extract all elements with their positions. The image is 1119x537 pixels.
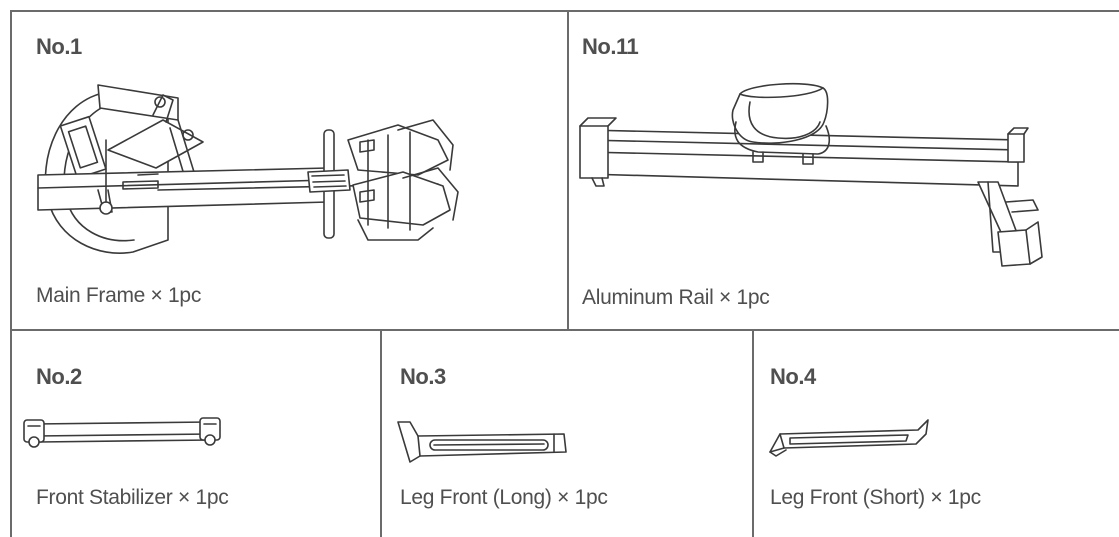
front-stabilizer-drawing [20,412,226,454]
part-number: No.2 [36,364,82,389]
leg-front-short-drawing [768,416,934,458]
part-number: No.4 [770,364,816,389]
leg-front-long-drawing [394,418,570,466]
bottom-column-divider-2 [752,330,754,537]
part-number: No.3 [400,364,446,389]
part-caption: Aluminum Rail × 1pc [582,286,770,309]
part-number: No.1 [36,34,82,59]
part-caption: Leg Front (Long) × 1pc [400,486,608,509]
part-number: No.11 [582,34,639,59]
part-caption: Main Frame × 1pc [36,284,202,307]
row-divider [10,329,1119,331]
top-column-divider [567,10,569,330]
outer-top-border [10,10,1119,12]
outer-left-border [10,10,12,537]
part-caption: Front Stabilizer × 1pc [36,486,229,509]
bottom-column-divider-1 [380,330,382,537]
part-caption: Leg Front (Short) × 1pc [770,486,981,509]
main-frame-drawing [38,80,468,265]
aluminum-rail-drawing [578,82,1048,277]
